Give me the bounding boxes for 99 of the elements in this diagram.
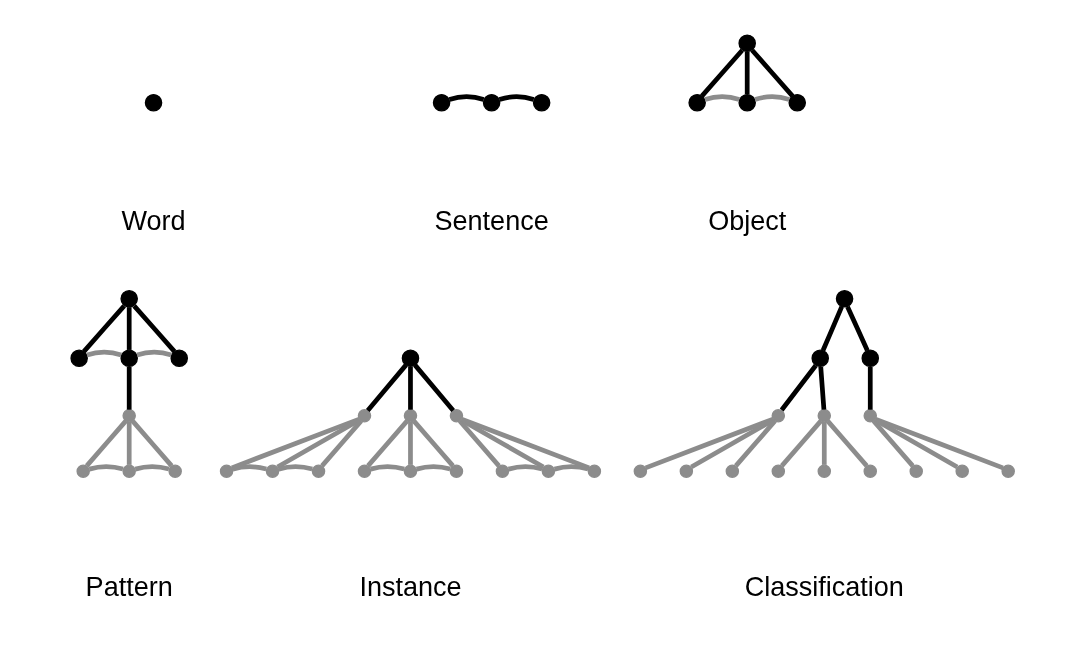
connector	[871, 419, 914, 468]
connector	[744, 51, 750, 95]
connector	[844, 305, 869, 352]
connector	[126, 366, 132, 410]
connector	[131, 304, 176, 354]
connector	[126, 307, 132, 350]
connector	[369, 464, 405, 472]
connector	[821, 422, 827, 465]
node-circle	[449, 409, 463, 423]
node-circle	[265, 464, 279, 478]
node-circle	[401, 349, 419, 368]
connector	[553, 464, 589, 472]
label: Word	[120, 205, 186, 236]
connector	[88, 464, 124, 472]
connector	[703, 94, 740, 102]
connector	[407, 366, 413, 410]
label: Object	[707, 205, 786, 236]
node-circle	[121, 409, 136, 423]
connector	[779, 419, 823, 468]
connector	[230, 416, 360, 471]
connector	[825, 419, 868, 468]
node-circle	[771, 409, 785, 423]
connector	[457, 419, 501, 468]
node-circle	[1000, 464, 1015, 478]
node-circle	[219, 464, 233, 478]
node-circle	[541, 464, 555, 478]
node-circle	[908, 464, 923, 478]
node-circle	[863, 464, 877, 478]
connector	[365, 419, 409, 468]
node-circle	[771, 464, 785, 478]
connector	[459, 417, 545, 470]
connector	[277, 464, 313, 472]
node-circle	[737, 93, 756, 112]
connector	[448, 94, 484, 102]
node-circle	[119, 290, 138, 308]
node-circle	[817, 464, 831, 478]
connector	[407, 422, 413, 465]
connector	[126, 422, 132, 465]
connector	[753, 94, 790, 102]
label: Pattern	[85, 572, 173, 603]
node-circle	[119, 349, 138, 368]
node-circle	[725, 464, 739, 478]
connector	[130, 419, 173, 468]
connector	[749, 48, 794, 98]
node-circle	[532, 93, 550, 112]
connector	[412, 363, 455, 413]
connector	[81, 304, 126, 354]
node-circle	[144, 93, 162, 112]
label: Sentence	[434, 205, 549, 236]
connector	[817, 366, 826, 410]
connector	[867, 366, 873, 410]
connector	[84, 419, 128, 468]
node-circle	[432, 93, 450, 112]
node-circle	[69, 349, 88, 368]
node-circle	[449, 464, 463, 478]
label: Instance	[358, 572, 462, 603]
node-circle	[737, 34, 756, 52]
node-circle	[311, 464, 325, 478]
connector	[134, 464, 170, 472]
connector	[319, 419, 363, 468]
connector	[135, 349, 172, 358]
connector	[644, 416, 774, 471]
node-circle	[403, 464, 417, 478]
connector	[874, 416, 1004, 471]
node-circle	[687, 93, 706, 112]
node-circle	[587, 464, 601, 478]
node-circle	[357, 409, 371, 423]
node-circle	[679, 464, 693, 478]
connector	[231, 464, 267, 472]
node-circle	[817, 409, 831, 423]
connector	[699, 48, 744, 98]
node-circle	[482, 93, 500, 112]
connector	[779, 364, 818, 412]
node-circle	[167, 464, 182, 478]
node-circle	[75, 464, 90, 478]
label: Classification	[744, 572, 904, 603]
node-circle	[835, 290, 853, 308]
connector	[365, 363, 408, 413]
connector	[415, 464, 451, 472]
connector	[733, 419, 777, 468]
connector	[507, 464, 543, 472]
connector	[689, 417, 775, 470]
connector	[411, 419, 455, 468]
node-circle	[860, 349, 879, 368]
node-circle	[121, 464, 136, 478]
node-circle	[810, 349, 829, 368]
connector	[498, 94, 534, 102]
node-circle	[863, 409, 877, 423]
connector	[873, 417, 958, 470]
connector	[85, 349, 122, 358]
node-circle	[495, 464, 509, 478]
node-circle	[633, 464, 647, 478]
node-circle	[403, 409, 417, 423]
connector	[820, 305, 844, 352]
connector	[460, 416, 590, 471]
node-circle	[954, 464, 969, 478]
node-circle	[357, 464, 371, 478]
node-circle	[169, 349, 188, 368]
node-circle	[787, 93, 806, 112]
